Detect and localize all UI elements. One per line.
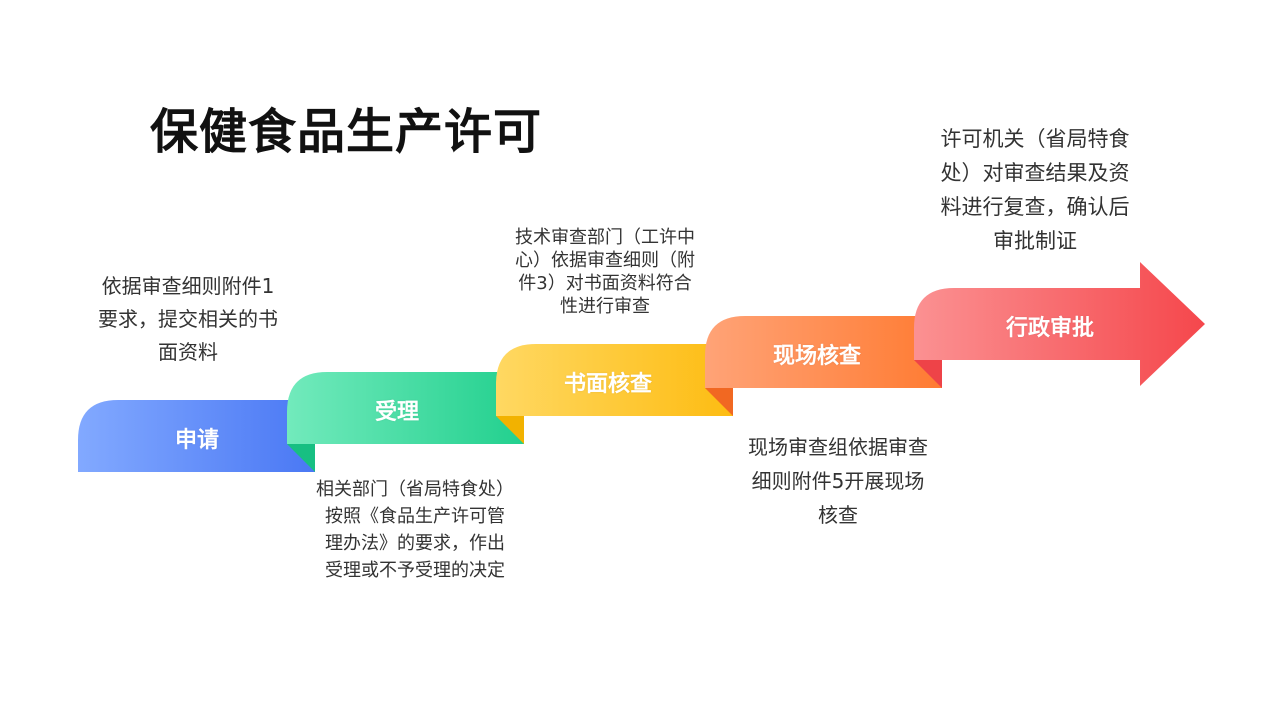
desc-line: 件3）对书面资料符合 <box>518 273 692 294</box>
desc-line: 按照《食品生产许可管 <box>325 506 505 527</box>
desc-line: 核查 <box>818 503 858 527</box>
step-shape-accept <box>287 372 524 444</box>
desc-line: 许可机关（省局特食 <box>940 127 1130 151</box>
desc-line: 料进行复查，确认后 <box>940 195 1130 219</box>
desc-line: 性进行审查 <box>560 296 650 317</box>
step-shape-document-review <box>496 344 733 416</box>
desc-line: 受理或不予受理的决定 <box>325 560 505 581</box>
step-shape-administrative-approval <box>914 262 1205 386</box>
step-label-document-review: 书面核查 <box>563 372 652 397</box>
desc-line: 理办法》的要求，作出 <box>325 533 505 554</box>
desc-line: 技术审查部门（工许中 <box>515 227 695 248</box>
step-description-document-review: 技术审查部门（工许中 心）依据审查细则（附 件3）对书面资料符合 性进行审查 <box>495 226 715 318</box>
step-label-apply: 申请 <box>174 428 219 453</box>
step-label-onsite-inspection: 现场核查 <box>772 344 861 369</box>
desc-line: 心）依据审查细则（附 <box>515 250 695 271</box>
step-label-accept: 受理 <box>374 400 419 425</box>
step-description-apply: 依据审查细则附件1 要求，提交相关的书 面资料 <box>78 270 298 369</box>
step-fold-document-review <box>496 416 524 444</box>
step-description-onsite-inspection: 现场审查组依据审查 细则附件5开展现场 核查 <box>728 430 948 532</box>
step-fold-onsite-inspection <box>705 388 733 416</box>
desc-line: 面资料 <box>158 340 218 364</box>
desc-line: 细则附件5开展现场 <box>751 469 925 493</box>
desc-line: 审批制证 <box>993 229 1077 253</box>
step-shape-apply <box>78 400 315 472</box>
step-fold-accept <box>287 444 315 472</box>
step-fold-administrative-approval <box>914 360 942 388</box>
step-shape-onsite-inspection <box>705 316 942 388</box>
desc-line: 要求，提交相关的书 <box>98 307 278 331</box>
step-description-accept: 相关部门（省局特食处） 按照《食品生产许可管 理办法》的要求，作出 受理或不予受… <box>300 476 530 584</box>
desc-line: 依据审查细则附件1 <box>101 274 275 298</box>
desc-line: 现场审查组依据审查 <box>748 435 928 459</box>
page-title: 保健食品生产许可 <box>150 104 543 160</box>
desc-line: 相关部门（省局特食处） <box>316 479 514 500</box>
desc-line: 处）对审查结果及资 <box>940 161 1130 185</box>
step-label-administrative-approval: 行政审批 <box>1005 316 1094 341</box>
step-description-administrative-approval: 许可机关（省局特食 处）对审查结果及资 料进行复查，确认后 审批制证 <box>920 122 1150 258</box>
